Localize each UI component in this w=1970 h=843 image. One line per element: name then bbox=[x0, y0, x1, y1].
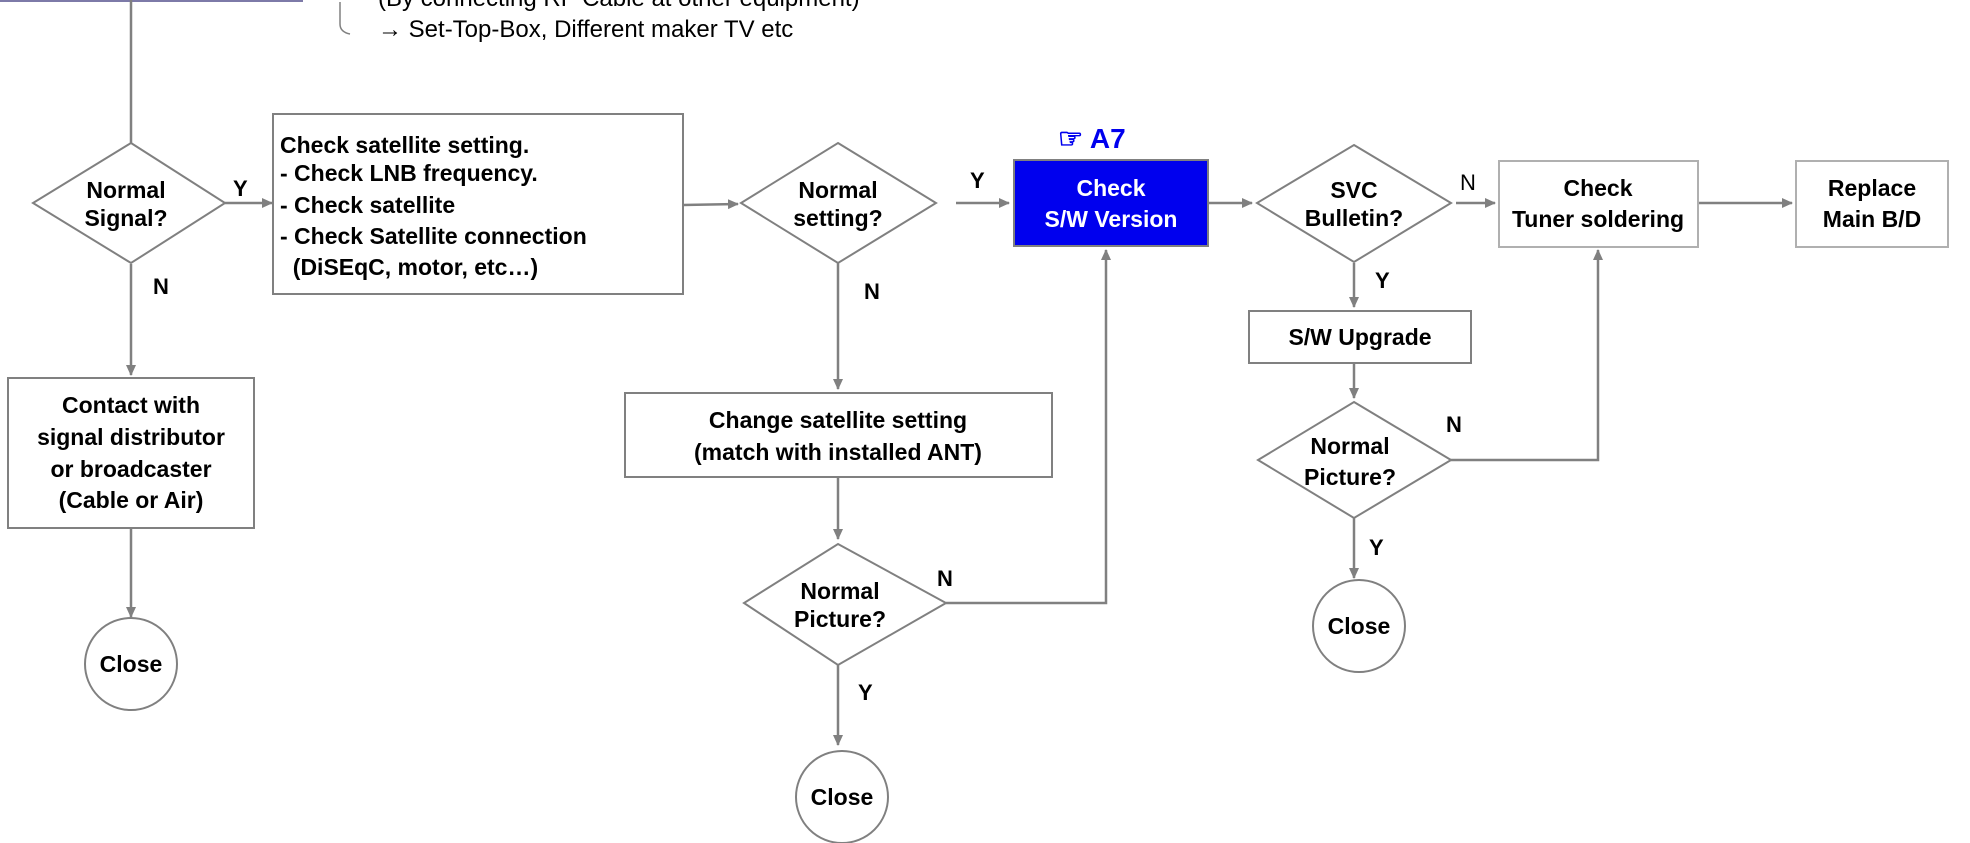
node-text: Signal? bbox=[84, 205, 167, 231]
node-text: Contact with bbox=[62, 392, 200, 418]
node-text: S/W Upgrade bbox=[1288, 324, 1431, 350]
node-text: Normal bbox=[1310, 433, 1389, 459]
node-text: Replace bbox=[1828, 175, 1916, 201]
node-text: setting? bbox=[793, 205, 882, 231]
node-text: - Check LNB frequency. bbox=[280, 160, 538, 186]
process-contact: Contact with signal distributor or broad… bbox=[7, 377, 255, 529]
terminal-close-right: Close bbox=[1312, 579, 1406, 673]
node-text: Picture? bbox=[794, 606, 886, 632]
edge-label-setting-yes: Y bbox=[970, 168, 985, 193]
node-text: Check bbox=[1076, 175, 1145, 201]
connector-picture-right-no bbox=[1448, 249, 1603, 462]
node-text: - Check Satellite connection bbox=[280, 223, 587, 249]
edge-label-picture-right-yes: Y bbox=[1369, 535, 1384, 560]
node-text: signal distributor bbox=[37, 424, 225, 450]
note-line-1: (By connecting RF Cable at other equipme… bbox=[378, 0, 860, 12]
node-text: Normal bbox=[798, 177, 877, 203]
edge-label-picture-right-no: N bbox=[1446, 412, 1462, 437]
node-text: Close bbox=[1328, 613, 1391, 639]
node-text: (DiSEqC, motor, etc…) bbox=[280, 254, 538, 280]
decision-normal-picture-mid: Normal Picture? bbox=[742, 542, 949, 667]
process-replace-main: Replace Main B/D bbox=[1795, 160, 1949, 248]
node-text: or broadcaster bbox=[50, 456, 211, 482]
connector-picture-mid-no bbox=[946, 249, 1111, 605]
process-check-satellite: Check satellite setting. - Check LNB fre… bbox=[272, 113, 684, 295]
decision-normal-signal: Normal Signal? bbox=[31, 141, 227, 265]
note-line-2: → Set-Top-Box, Different maker TV etc bbox=[378, 16, 793, 43]
node-text: Main B/D bbox=[1823, 206, 1921, 232]
node-text: Check bbox=[1563, 175, 1632, 201]
edge-label-picture-mid-yes: Y bbox=[858, 680, 873, 705]
process-check-sw-version: Check S/W Version bbox=[1013, 159, 1209, 247]
process-sw-upgrade: S/W Upgrade bbox=[1248, 310, 1472, 364]
decision-svc-bulletin: SVC Bulletin? bbox=[1255, 143, 1453, 264]
node-text: Close bbox=[811, 784, 874, 810]
edge-label-signal-yes: Y bbox=[233, 176, 248, 201]
node-text: (match with installed ANT) bbox=[694, 439, 982, 465]
node-text: Tuner soldering bbox=[1512, 206, 1684, 232]
node-text: (Cable or Air) bbox=[59, 487, 204, 513]
terminal-close-left: Close bbox=[84, 617, 178, 711]
process-check-tuner: Check Tuner soldering bbox=[1498, 160, 1699, 248]
process-change-satellite: Change satellite setting (match with ins… bbox=[624, 392, 1053, 478]
note-brace bbox=[339, 2, 351, 35]
edge-label-svc-yes: Y bbox=[1375, 268, 1390, 293]
decision-normal-setting: Normal setting? bbox=[739, 141, 938, 265]
edge-label-setting-no: N bbox=[864, 279, 880, 304]
reference-a7: ☞ A7 bbox=[1058, 123, 1126, 154]
terminal-close-mid: Close bbox=[795, 750, 889, 843]
node-text: Check satellite setting. bbox=[280, 132, 529, 158]
node-text: SVC bbox=[1330, 177, 1377, 203]
node-text: Picture? bbox=[1304, 464, 1396, 490]
node-text: - Check satellite bbox=[280, 192, 455, 218]
edge-label-svc-no: N bbox=[1460, 170, 1476, 195]
connector-satellite-to-setting bbox=[682, 199, 739, 210]
edge-label-picture-mid-no: N bbox=[937, 566, 953, 591]
edge-label-signal-no: N bbox=[153, 274, 169, 299]
node-text: Change satellite setting bbox=[709, 407, 967, 433]
node-text: Normal bbox=[800, 578, 879, 604]
node-text: Bulletin? bbox=[1305, 205, 1403, 231]
node-text: S/W Version bbox=[1045, 206, 1178, 232]
decision-normal-picture-right: Normal Picture? bbox=[1256, 400, 1453, 520]
node-text: Close bbox=[100, 651, 163, 677]
node-text: Normal bbox=[86, 177, 165, 203]
